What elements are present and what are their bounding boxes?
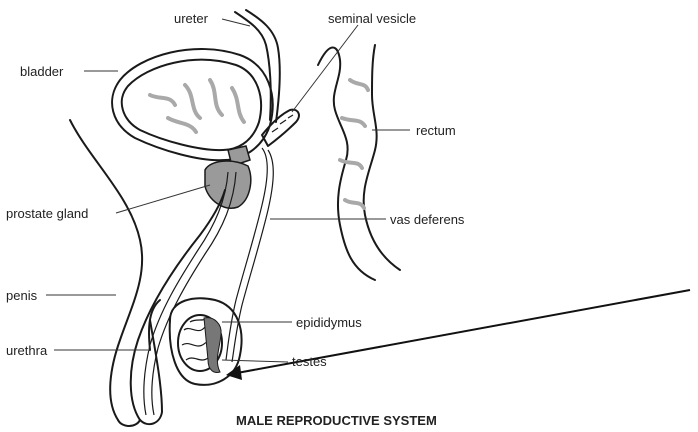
penis-shape bbox=[70, 120, 225, 426]
label-urethra: urethra bbox=[6, 343, 48, 358]
label-bladder: bladder bbox=[20, 64, 64, 79]
label-prostate-gland: prostate gland bbox=[6, 206, 88, 221]
urethra-shape bbox=[144, 172, 236, 415]
label-seminal-vesicle: seminal vesicle bbox=[328, 11, 416, 26]
label-epididymus: epididymus bbox=[296, 315, 362, 330]
label-testes: testes bbox=[292, 354, 327, 369]
label-rectum: rectum bbox=[416, 123, 456, 138]
diagram-title: MALE REPRODUCTIVE SYSTEM bbox=[236, 413, 437, 428]
seminal-vesicle-shape bbox=[228, 110, 299, 166]
rectum-shape bbox=[318, 45, 400, 280]
label-ureter: ureter bbox=[174, 11, 209, 26]
label-vas-deferens: vas deferens bbox=[390, 212, 465, 227]
bladder-shape bbox=[112, 49, 273, 160]
prostate-gland-shape bbox=[205, 161, 251, 208]
label-penis: penis bbox=[6, 288, 38, 303]
